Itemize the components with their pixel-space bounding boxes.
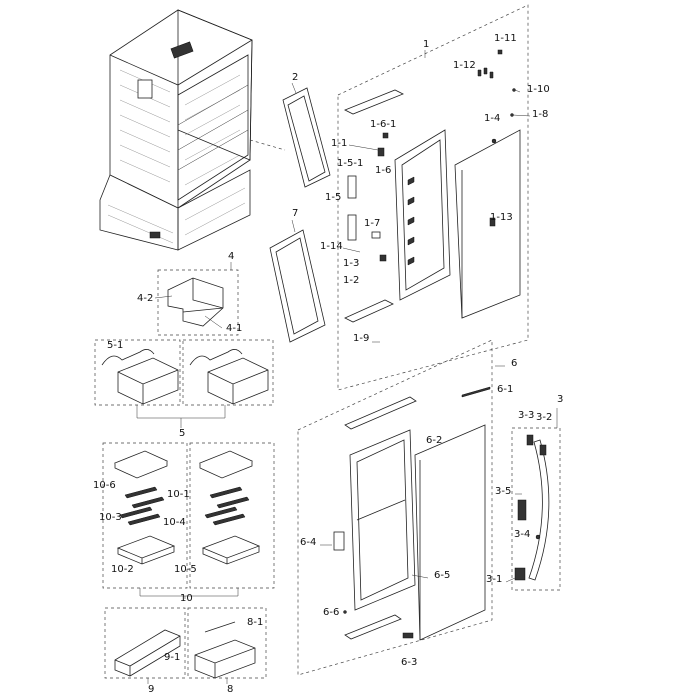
part-label-10-4: 10-4 [163,517,186,528]
part-label-1-6-1: 1-6-1 [370,119,396,130]
door-gasket-7 [269,219,326,343]
part-label-10-2: 10-2 [111,564,134,575]
part-label-2: 2 [292,72,298,83]
part-label-3-3: 3-3 [518,410,534,421]
group-9 [104,607,186,684]
part-label-9-1: 9-1 [164,652,180,663]
part-label-1-13: 1-13 [490,212,513,223]
part-label-8-1: 8-1 [247,617,263,628]
group-5 [94,339,274,428]
part-label-1-12: 1-12 [453,60,476,71]
door-gasket-2 [282,82,331,188]
part-label-1-8: 1-8 [532,109,548,120]
part-label-1-5-1: 1-5-1 [337,158,363,169]
part-label-3-5: 3-5 [495,486,511,497]
part-label-6-4: 6-4 [300,537,316,548]
part-label-6: 6 [511,358,517,369]
part-label-7: 7 [292,208,298,219]
door-assembly-1 [337,4,531,391]
part-label-1-10: 1-10 [527,84,550,95]
part-label-1-1: 1-1 [331,138,347,149]
part-label-3-2: 3-2 [536,412,552,423]
part-label-1-4: 1-4 [484,113,500,124]
part-label-8: 8 [227,684,233,695]
part-label-10-6: 10-6 [93,480,116,491]
part-label-4-2: 4-2 [137,293,153,304]
part-label-10: 10 [180,593,193,604]
part-label-10-1: 10-1 [167,489,190,500]
part-label-1: 1 [423,39,429,50]
part-label-6-5: 6-5 [434,570,450,581]
part-label-1-9: 1-9 [353,333,369,344]
part-label-1-11: 1-11 [494,33,517,44]
part-label-5: 5 [179,428,185,439]
part-label-6-2: 6-2 [426,435,442,446]
group-8 [187,607,267,684]
part-label-1-3: 1-3 [343,258,359,269]
part-label-4-1: 4-1 [226,323,242,334]
part-label-3-1: 3-1 [486,574,502,585]
part-label-10-3: 10-3 [99,512,122,523]
part-label-5-1: 5-1 [107,340,123,351]
group-4 [154,262,239,336]
refrigerator-cabinet [99,9,286,251]
part-label-6-6: 6-6 [323,607,339,618]
part-label-1-6: 1-6 [375,165,391,176]
handle-assembly-3 [505,408,561,591]
part-label-1-2: 1-2 [343,275,359,286]
part-label-4: 4 [228,251,234,262]
group-10 [102,442,275,599]
part-label-3-4: 3-4 [514,529,530,540]
part-label-3: 3 [557,394,563,405]
part-label-1-14: 1-14 [320,241,343,252]
part-label-1-7: 1-7 [364,218,380,229]
part-labels: 1 1-11 1-12 1-10 1-8 1-4 1-6-1 1-1 1-6 1-5-1 1-5 1-… [93,33,563,695]
part-label-9: 9 [148,684,154,695]
part-label-1-5: 1-5 [325,192,341,203]
door-assembly-6 [297,339,505,676]
part-label-6-1: 6-1 [497,384,513,395]
part-label-10-5: 10-5 [174,564,197,575]
part-label-6-3: 6-3 [401,657,417,668]
